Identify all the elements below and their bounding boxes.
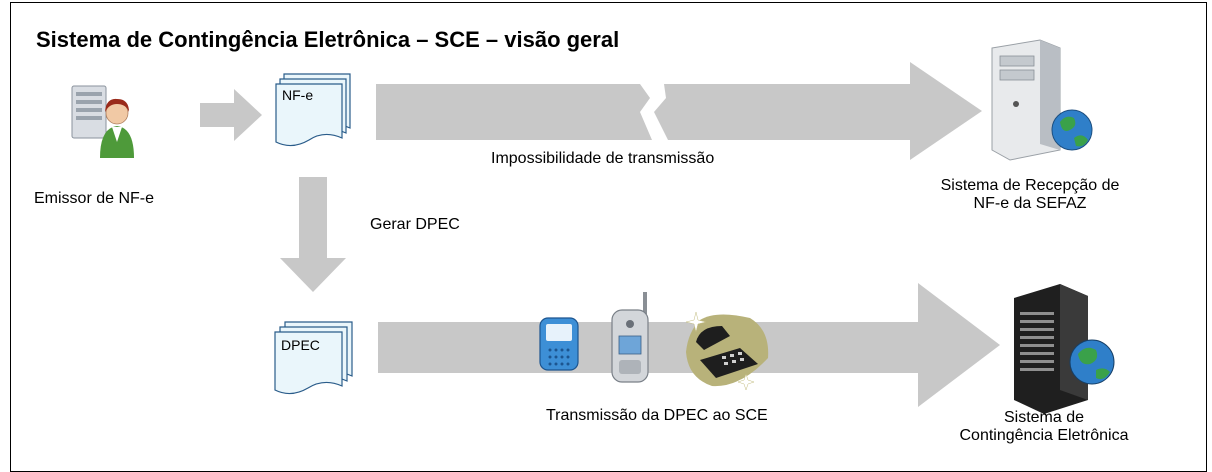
desk-phone-icon [685,311,769,391]
diagram-canvas: NF-e DPEC [71,39,1115,414]
nfe-doc-label: NF-e [282,87,313,103]
nfe-document-stack [275,73,351,147]
cellphone-icon [611,292,649,383]
sce-label-line2: Contingência Eletrônica [959,427,1129,444]
sefaz-label-line2: NF-e da SEFAZ [973,195,1087,212]
sce-label-line1: Sistema de [1003,409,1085,426]
transmission-label: Transmissão da DPEC ao SCE [546,407,768,424]
smartphone-icon [539,317,579,371]
dark-server-globe-icon [1014,284,1115,414]
dpec-document-stack [274,321,353,395]
arrow-nfe-to-sefaz-left [376,84,652,140]
emitter-label: Emissor de NF-e [34,190,155,207]
arrow-emitter-to-nfe [200,89,262,141]
generate-dpec-label: Gerar DPEC [370,216,460,233]
dpec-doc-label: DPEC [281,337,320,353]
diagram-title: Sistema de Contingência Eletrônica – SCE… [36,27,620,52]
sefaz-label: Sistema de Recepção de NF-e da SEFAZ [910,177,1150,213]
arrow-nfe-to-sefaz-right [654,62,982,160]
user-at-computer-icon [71,85,134,158]
server-globe-icon [991,39,1093,161]
sefaz-label-line1: Sistema de Recepção de [940,177,1120,194]
impossibility-label: Impossibilidade de transmissão [491,150,715,167]
arrow-generate-dpec [280,177,346,292]
sce-label: Sistema de Contingência Eletrônica [944,409,1144,445]
